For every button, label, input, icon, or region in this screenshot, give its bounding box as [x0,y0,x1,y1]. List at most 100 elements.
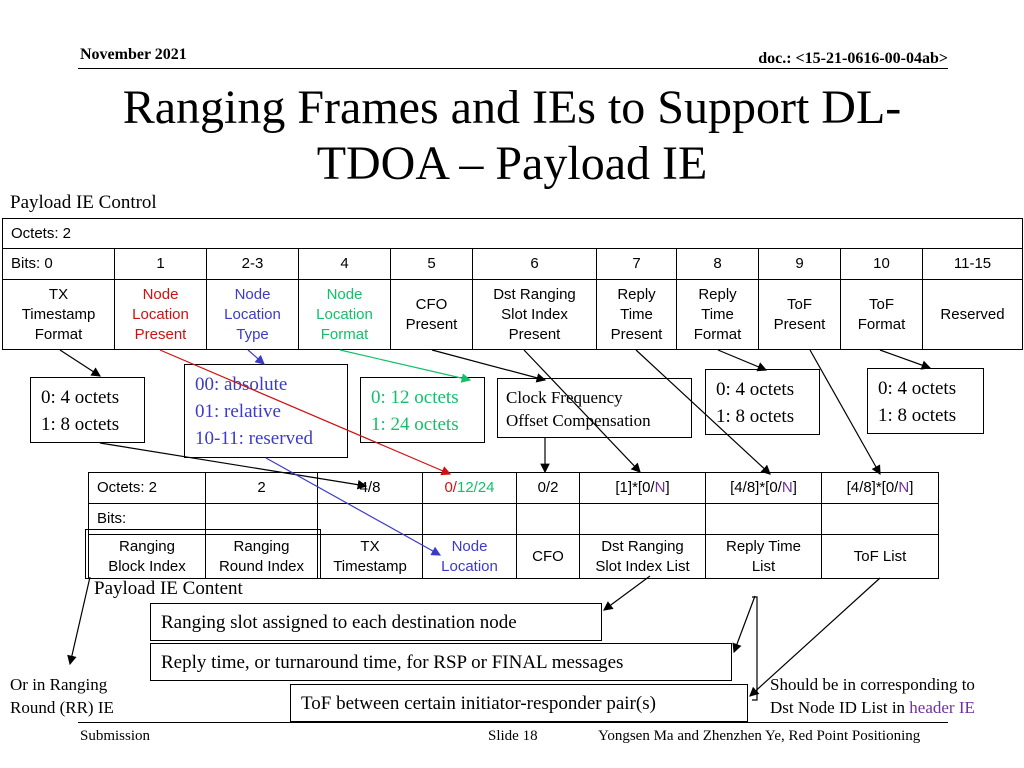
field-line: Location [224,305,281,323]
note-line: 1: 24 octets [371,414,459,435]
footer-slide-number: Slide 18 [488,728,538,744]
field-reserved: Reserved [921,279,1024,350]
note-line: Offset Compensation [506,411,651,430]
side-text: Dst Node ID List in [770,698,910,717]
note-line: 0: 4 octets [716,379,795,400]
header-date: November 2021 [80,46,187,63]
note-cfo: Clock Frequency Offset Compensation [497,378,692,438]
note-line: 1: 8 octets [716,406,795,427]
content-octets: 2 [205,472,318,504]
arrow-loc-type [247,349,265,365]
field-line: Format [320,325,369,343]
header-rule [78,68,948,69]
content-octets: 4/8 [317,472,423,504]
content-bits-cell [422,503,517,535]
arrow-slot [523,349,641,473]
field-line: Reply Time [725,537,802,555]
octets-n: N [781,479,793,496]
field-line: Format [693,325,742,343]
arrow-tof-present [809,349,881,476]
control-table: Octets: 2 Bits: 0 1 2-3 4 5 6 7 8 9 10 1… [1,218,1024,350]
note-line: 0: 4 octets [41,387,120,408]
arrow-cfo [431,349,547,383]
arrow-ts-format [59,349,102,377]
octets-part: [1]*[0/ [615,479,655,496]
block-round-highlight [85,529,321,579]
note-location-format: 0: 12 octets 1: 24 octets [360,377,485,443]
field-line: Present [405,315,458,333]
field-line: Ranging [119,537,175,555]
field-line: Present [134,325,187,343]
footer-submission: Submission [80,728,151,744]
control-octets: Octets: 2 [1,218,1024,249]
field-line: Time [701,305,734,323]
field-line: Format [857,315,906,333]
octets-part: [4/8]*[0/ [730,479,782,496]
header-doc-id: doc.: <15-21-0616-00-04ab> [758,50,948,67]
octets-part: [4/8]*[0/ [846,479,899,496]
note-location-type: 00: absolute 01: relative 10-11: reserve… [184,364,348,458]
field-line: Reserved [940,305,1005,323]
arrow-ts-note [99,442,368,490]
field-line: Format [34,325,83,343]
slide-title-line1: Ranging Frames and IEs to Support DL- [122,81,902,134]
field-line: Present [610,325,663,343]
field-line: ToF [868,295,894,313]
note-line: 1: 8 octets [878,405,957,426]
side-line: Should be in corresponding to [770,675,975,694]
field-line: Node [326,285,363,303]
field-line: Location [316,305,373,323]
note-line: Clock Frequency [506,388,623,407]
field-cfo-present: CFO Present [390,279,473,350]
arrow-loc-type-note [265,457,442,556]
field-node-location-type: Node Location Type [206,279,299,350]
field-line: Timestamp [333,557,407,575]
note-line: 0: 4 octets [878,378,957,399]
field-line: Node [142,285,179,303]
field-node-location-present: Node Location Present [114,279,207,350]
field-reply-time-format: Reply Time Format [676,279,759,350]
control-bit: 7 [596,248,677,280]
control-label: Payload IE Control [10,192,157,213]
arrow-rr-ie [67,576,91,666]
note-reply-time-format: 0: 4 octets 1: 8 octets [705,369,820,435]
field-tof-present: ToF Present [758,279,841,350]
side-line: Dst Node ID List in header IE [770,696,975,719]
content-bits-cell [821,503,939,535]
field-line: Slot Index [501,305,568,323]
slide-title: Ranging Frames and IEs to Support DL- TD… [60,80,964,192]
desc-reply: Reply time, or turnaround time, for RSP … [150,643,732,681]
note-tof-format: 0: 4 octets 1: 8 octets [867,368,984,434]
field-line: CFO [532,547,564,565]
note-timestamp-format: 0: 4 octets 1: 8 octets [30,377,145,443]
arrow-loc-present [159,349,452,476]
field-line: ToF [786,295,812,313]
field-line: Node [451,537,488,555]
arrow-reply-present [635,349,771,475]
arrow-loc-format [339,349,472,383]
footer-authors: Yongsen Ma and Zhenzhen Ye, Red Point Po… [598,728,921,744]
desc-tof: ToF between certain initiator-responder … [290,684,748,722]
loc-octets-b: 12/24 [456,479,495,496]
content-field-cfo: CFO [516,534,580,579]
field-line: Type [236,325,269,343]
arrow-desc-tof [749,577,881,697]
field-reply-time-present: Reply Time Present [596,279,677,350]
slide-title-line2: TDOA – Payload IE [316,137,708,190]
control-bit: 6 [472,248,597,280]
side-note-left: Or in Ranging Round (RR) IE [10,673,114,719]
field-node-location-format: Node Location Format [298,279,391,350]
footer-rule [78,722,948,723]
field-line: Timestamp [21,305,96,323]
side-link-text: header IE [909,698,975,717]
field-line: Dst Ranging [493,285,576,303]
octets-part: ] [909,479,914,496]
field-line: Dst Ranging [601,537,684,555]
bracket-right [752,596,758,701]
